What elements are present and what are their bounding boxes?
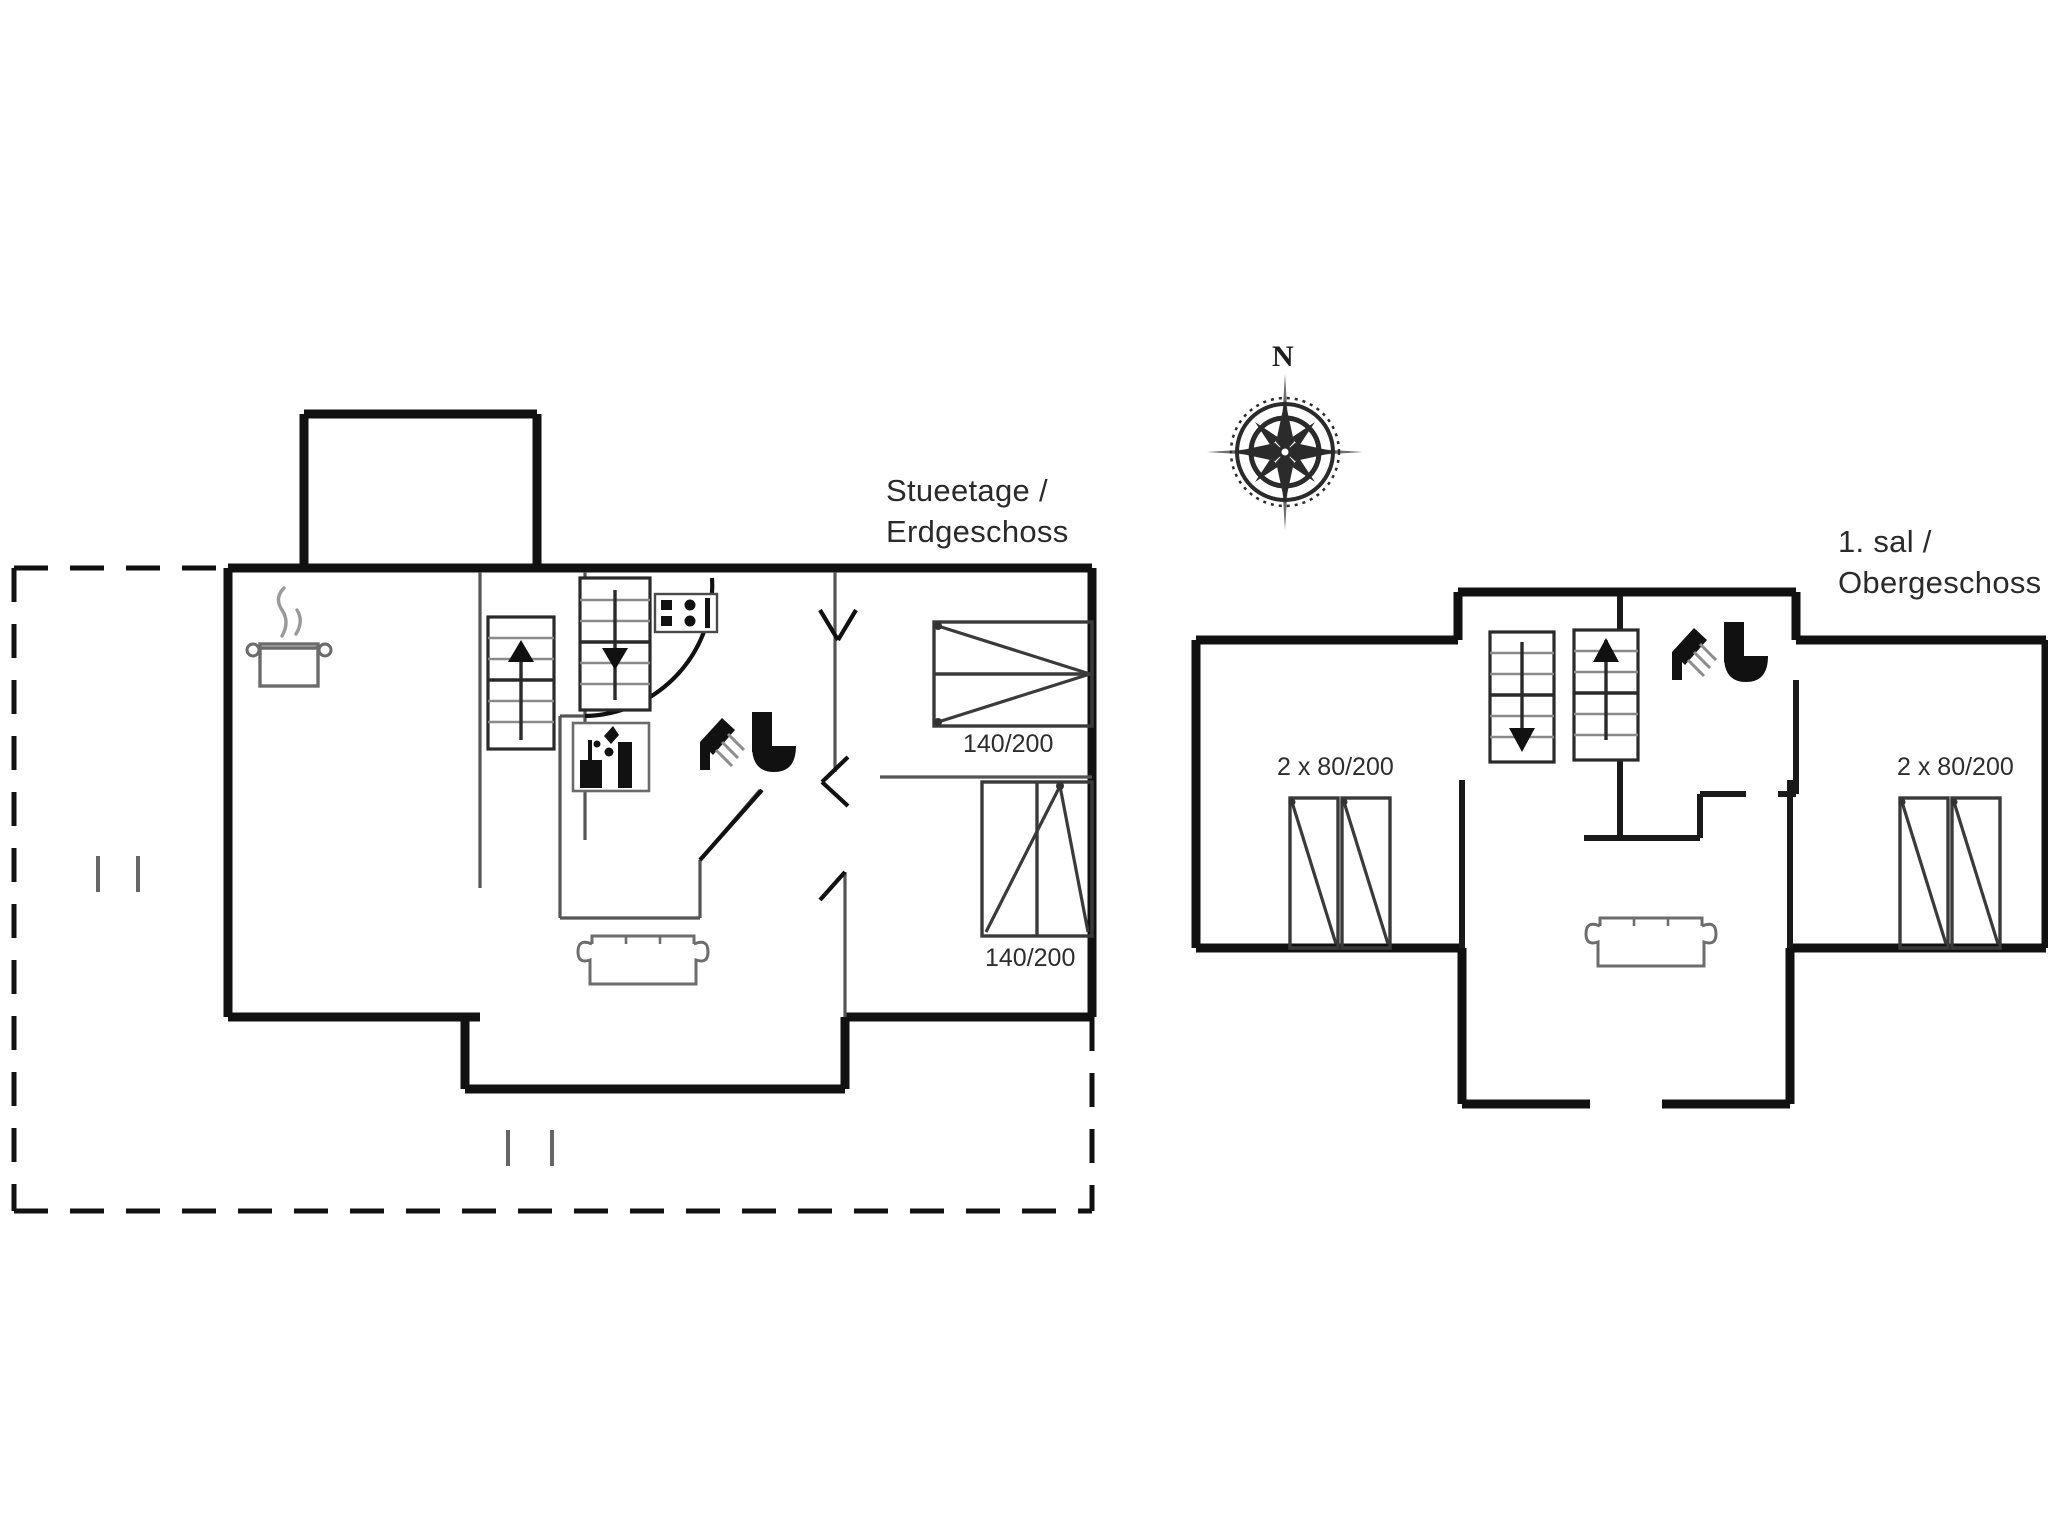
compass-north-label: N — [1272, 340, 1294, 373]
bed-size-label: 2 x 80/200 — [1277, 753, 1394, 781]
stove-cooktop-icon — [653, 592, 719, 634]
toilet-icon — [1724, 622, 1768, 682]
compass-rose-icon — [1207, 374, 1363, 530]
terrace-outline — [11, 565, 1095, 1214]
bed-140-200-vertical — [980, 780, 1094, 938]
sofa-icon — [1584, 916, 1718, 968]
bed-size-label: 2 x 80/200 — [1897, 753, 2014, 781]
bed-2x80-200-right — [1898, 796, 2002, 950]
bed-size-label: 140/200 — [963, 730, 1054, 758]
shower-icon — [1672, 628, 1718, 680]
washing-machine-icon — [571, 721, 651, 793]
staircase-icon — [486, 615, 556, 751]
bed-size-label: 140/200 — [985, 944, 1076, 972]
upper-floor-title: 1. sal / Obergeschoss — [1838, 524, 2042, 600]
upper-floor-outer-walls — [1191, 587, 2048, 1109]
ground-upper-extension-walls — [299, 409, 542, 568]
ground-floor-group — [11, 409, 1097, 1214]
terrace-marker-bottom — [506, 1130, 554, 1166]
terrace-marker-left — [96, 856, 140, 892]
staircase-icon — [578, 576, 652, 712]
cooking-pot-icon — [245, 586, 333, 688]
staircase-up-icon — [1572, 628, 1640, 762]
ground-floor-title: Stueetage / Erdgeschoss — [886, 473, 1069, 549]
ground-floor-outer-walls — [223, 563, 1097, 1094]
toilet-icon — [752, 712, 796, 772]
upper-floor-group — [1191, 587, 2048, 1109]
staircase-down-icon — [1488, 630, 1556, 764]
bed-2x80-200-left — [1288, 796, 1392, 950]
sofa-icon — [576, 934, 710, 986]
bed-140-200-horizontal — [932, 620, 1094, 728]
shower-icon — [700, 718, 746, 770]
